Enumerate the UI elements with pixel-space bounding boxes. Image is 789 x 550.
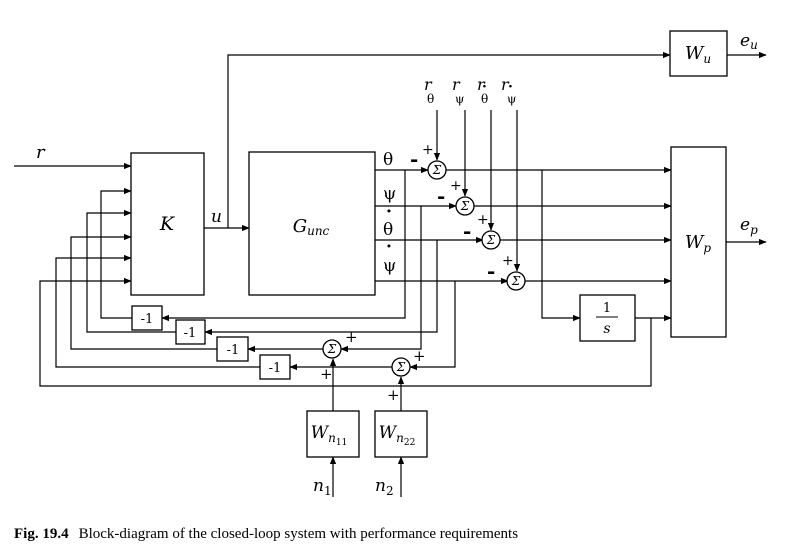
block-wn11: Wn11 — [306, 410, 360, 458]
block-diagram: K Gunc Wu Wp 1 s Wn11 Wn22 -1 -1 -1 — [14, 30, 767, 498]
gain-block-1-label: -1 — [141, 312, 154, 327]
sign-marks: - + - + - + - + + + + + — [320, 142, 514, 404]
output-psidot-label: ψ — [383, 256, 396, 276]
block-wu: Wu — [669, 30, 728, 77]
signal-u-label: u — [211, 207, 222, 227]
output-thetadot-dot: · — [386, 202, 392, 222]
wire-gain2-to-k — [86, 209, 176, 333]
plus-sign: + — [345, 328, 358, 346]
signal-r-label: r — [36, 142, 46, 163]
figure-caption-text: Block-diagram of the closed-loop system … — [78, 526, 519, 542]
sum-symbol: Σ — [486, 233, 496, 247]
output-psidot-dot: · — [386, 237, 392, 257]
minus-sign: - — [437, 184, 445, 208]
sum-symbol: Σ — [396, 360, 406, 374]
ref-psidot-dot: · — [508, 79, 513, 95]
figure-caption: Fig. 19.4 Block-diagram of the closed-loo… — [14, 526, 518, 543]
plus-sign: + — [502, 253, 514, 269]
gain-block-1: -1 — [131, 305, 163, 331]
integrator-denominator: s — [603, 321, 610, 337]
plus-sign: + — [413, 347, 426, 365]
signal-ep-label: ep — [740, 215, 758, 237]
wire-gain1-to-k — [100, 187, 132, 319]
wire-integrator-feedback — [39, 277, 652, 387]
block-g-unc: Gunc — [248, 151, 376, 296]
ref-thetadot-dot: · — [482, 79, 487, 95]
figure-caption-label: Fig. 19.4 — [14, 526, 69, 542]
block-k: K — [130, 152, 205, 296]
sum-junction-thetadot: Σ — [481, 230, 501, 250]
integrator-numerator: 1 — [603, 301, 611, 316]
plus-sign: + — [320, 365, 333, 383]
signal-eu-label: eu — [740, 31, 758, 52]
minus-sign: - — [410, 147, 418, 171]
wire-theta-to-integrator — [541, 170, 581, 322]
block-integrator: 1 s — [579, 294, 636, 342]
sum-symbol: Σ — [327, 342, 337, 356]
wires — [14, 51, 767, 497]
wire-fb-psi — [340, 206, 422, 353]
block-wn11-label: Wn11 — [311, 423, 348, 448]
gain-block-2: -1 — [175, 319, 206, 345]
minus-sign: - — [463, 219, 471, 243]
output-thetadot-label: θ — [383, 220, 393, 240]
plus-sign: + — [450, 178, 462, 194]
block-g-label: Gunc — [293, 216, 330, 238]
gain-block-2-label: -1 — [184, 326, 197, 341]
block-wn22-label: Wn22 — [379, 423, 416, 448]
gain-block-4-label: -1 — [269, 361, 282, 376]
sum-junction-theta: Σ — [427, 160, 447, 180]
sum-junction-psidot: Σ — [506, 271, 526, 291]
sum-junction-noise-2: Σ — [391, 357, 411, 377]
sum-symbol: Σ — [432, 163, 442, 177]
plus-sign: + — [422, 142, 434, 158]
sum-junction-psi: Σ — [455, 196, 475, 216]
plus-sign: + — [387, 386, 400, 404]
sum-symbol: Σ — [460, 199, 470, 213]
block-wp: Wp — [670, 146, 727, 338]
noise-n2-label: n2 — [375, 476, 394, 498]
noise-n1-label: n1 — [313, 476, 332, 498]
sum-symbol: Σ — [511, 274, 521, 288]
gain-block-4: -1 — [259, 354, 291, 380]
block-wp-label: Wp — [685, 232, 712, 255]
minus-sign: - — [487, 259, 495, 283]
wire-fb-psidot — [409, 281, 456, 371]
block-k-label: K — [159, 213, 176, 235]
output-theta-label: θ — [383, 150, 393, 170]
wire-gain3-to-k — [70, 233, 217, 350]
wire-u-to-wu — [227, 51, 671, 228]
block-wn22: Wn22 — [374, 410, 428, 458]
output-psi-label: ψ — [383, 184, 396, 204]
wire-fb-thetadot — [204, 240, 438, 336]
gain-block-3-label: -1 — [227, 343, 240, 358]
wire-fb-theta — [161, 170, 406, 322]
plus-sign: + — [477, 212, 489, 228]
wire-gain4-to-k — [55, 254, 260, 368]
sum-junction-noise-1: Σ — [322, 339, 342, 359]
block-wu-label: Wu — [685, 43, 711, 66]
gain-block-3: -1 — [216, 336, 249, 362]
